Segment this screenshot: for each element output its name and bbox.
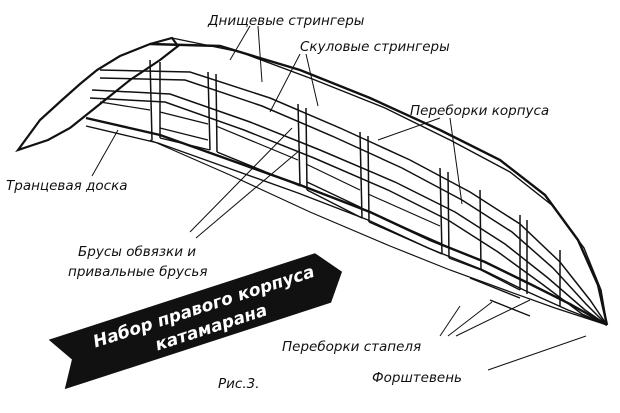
side-planks [99, 101, 441, 227]
hull-bulkheads [149, 59, 561, 306]
transom-board [15, 36, 180, 153]
label-stem: Форштевень [372, 370, 462, 386]
chine-stringer-1 [91, 89, 608, 326]
slipway-bulkheads [159, 127, 531, 317]
leader-transom [91, 129, 119, 177]
leader-gunwale-b [195, 149, 301, 239]
label-gunwale-bars-line1: Брусы обвязки и [78, 244, 196, 260]
label-gunwale-bars-line2: привальные брусья [68, 264, 207, 280]
bottom-stringer-2 [99, 77, 608, 326]
leader-hull-bulkheads-b [449, 117, 463, 205]
label-chine-stringers: Скуловые стрингеры [300, 39, 450, 55]
keel-line [149, 139, 608, 326]
label-slipway-bulkheads: Переборки стапеля [282, 339, 421, 355]
leader-stem [487, 335, 587, 371]
label-bottom-stringers: Днищевые стрингеры [207, 13, 365, 29]
leader-slipway-b [447, 301, 493, 337]
gunwale-bar-outer [85, 116, 608, 327]
leader-lines [91, 25, 587, 371]
leader-chine-stringers-a [269, 53, 301, 113]
leader-slipway-c [455, 299, 531, 337]
leader-bottom-stringers-a [229, 25, 251, 61]
label-transom-board: Транцевая доска [6, 178, 128, 194]
gunwale-bar-inner [85, 125, 608, 326]
leader-hull-bulkheads-a [377, 117, 441, 141]
leader-bottom-stringers-b [257, 25, 263, 83]
leader-slipway-a [439, 305, 461, 337]
banner-shape [48, 253, 343, 390]
label-hull-bulkheads: Переборки корпуса [410, 103, 549, 119]
leader-chine-stringers-b [305, 53, 319, 107]
top-outer-rail [149, 42, 609, 326]
leader-gunwale-a [189, 127, 293, 233]
top-inner-rail [171, 37, 608, 326]
label-figure-number: Рис.3. [218, 376, 260, 392]
